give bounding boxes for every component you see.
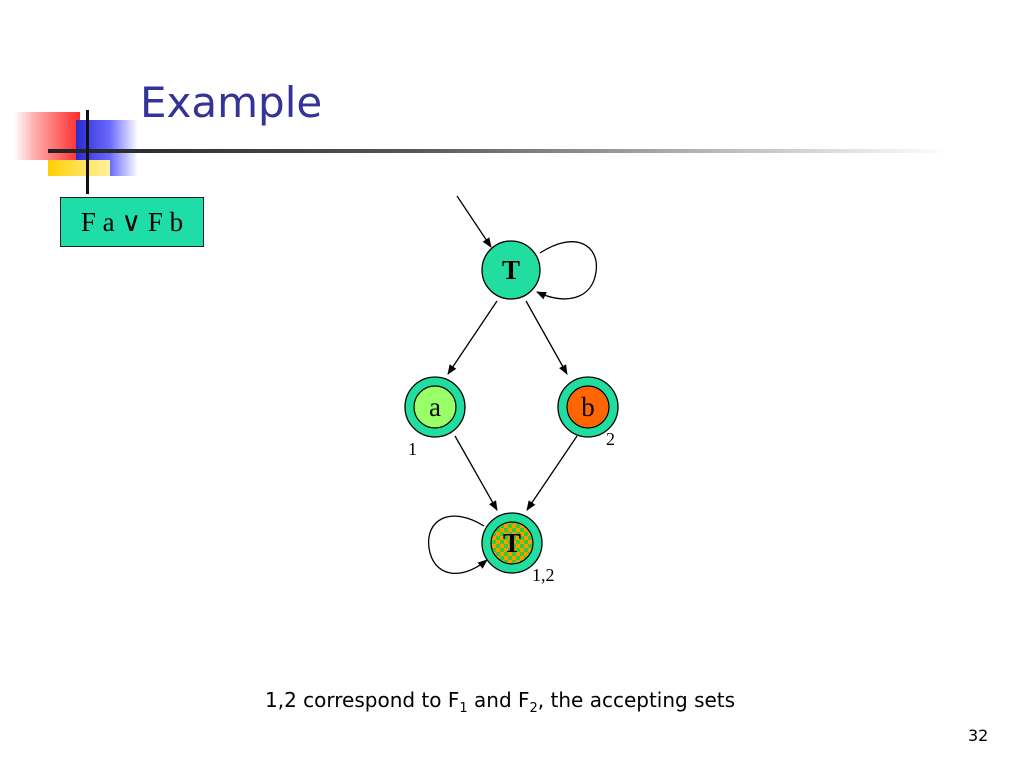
node-b-label: b <box>581 392 595 422</box>
edge-top-self-loop <box>536 241 597 300</box>
node-a-accepting-set: 1 <box>408 439 417 459</box>
node-a: a <box>404 376 466 438</box>
caption-subscript-2: 2 <box>529 701 538 716</box>
caption-part-3: , the accepting sets <box>537 688 736 712</box>
node-bottom: T <box>481 512 543 574</box>
page-number: 32 <box>968 726 989 745</box>
formula-text: F a ∨ F b <box>80 206 184 237</box>
slide-title: Example <box>140 78 323 127</box>
formula-box: F a ∨ F b <box>60 197 204 247</box>
edge-b-to-bottom <box>526 435 578 511</box>
title-underline <box>48 149 948 153</box>
node-a-label: a <box>429 392 441 422</box>
decor-vertical-line <box>86 110 89 194</box>
caption-part-1: 1,2 correspond to F <box>265 688 460 712</box>
node-bottom-label: T <box>503 528 521 558</box>
node-top-label: T <box>502 255 520 285</box>
decor-yellow-block <box>48 160 110 176</box>
caption-subscript-1: 1 <box>459 701 468 716</box>
edge-top-to-b <box>525 300 568 375</box>
node-top: T <box>481 240 541 300</box>
node-b-accepting-set: 2 <box>606 429 615 449</box>
caption: 1,2 correspond to F1 and F2, the accepti… <box>265 688 735 716</box>
edge-start-to-top <box>456 195 492 248</box>
edge-top-to-a <box>447 300 498 375</box>
node-bottom-accepting-set: 1,2 <box>532 565 555 585</box>
edge-bottom-self-loop <box>428 515 488 574</box>
edge-a-to-bottom <box>454 435 498 511</box>
caption-part-2: and F <box>467 688 530 712</box>
node-b: b <box>557 376 619 438</box>
